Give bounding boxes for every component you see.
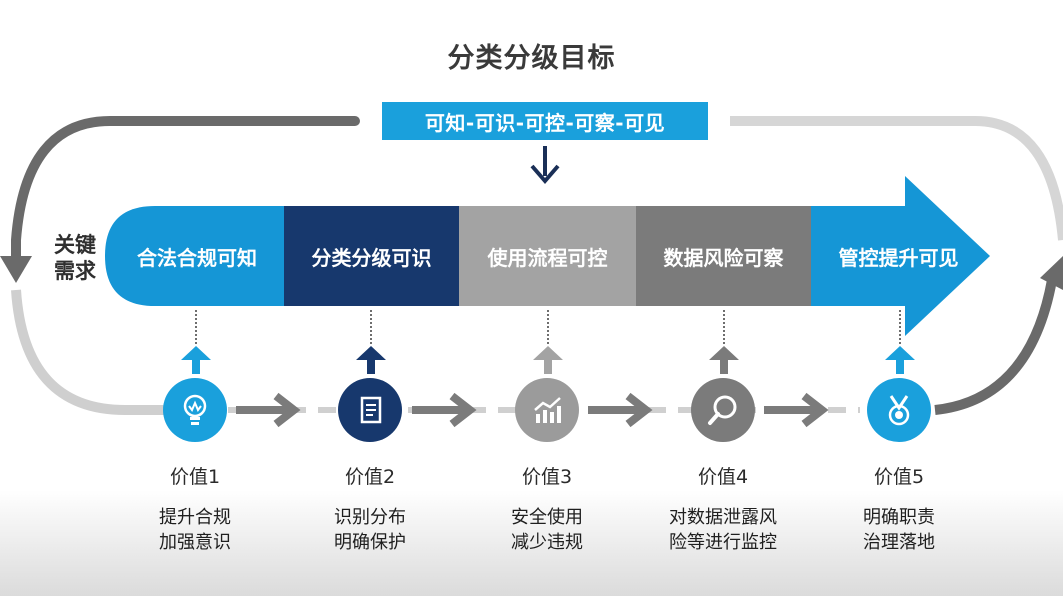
loop-top-left-arc xyxy=(11,116,360,267)
value-description-line: 提升合规 xyxy=(159,507,231,528)
goal-box: 可知-可识-可控-可察-可见 xyxy=(382,102,708,140)
value-description-line: 安全使用 xyxy=(511,507,583,528)
value-description-line: 险等进行监控 xyxy=(669,532,777,553)
loop-right-arrowhead xyxy=(1040,256,1063,290)
stage-band-segment-2 xyxy=(284,206,459,306)
value-title: 价值4 xyxy=(697,466,749,488)
bottom-shade xyxy=(0,490,1063,596)
up-arrow-icon xyxy=(356,346,386,374)
key-need-line2: 需求 xyxy=(54,259,96,283)
value-description: 安全使用 减少违规 xyxy=(467,505,627,555)
stage-band-start-cap xyxy=(105,206,284,306)
key-need-label: 关键 需求 xyxy=(48,232,102,284)
value-description: 识别分布 明确保护 xyxy=(290,505,450,555)
value-description-line: 对数据泄露风 xyxy=(669,507,777,528)
value-title: 价值1 xyxy=(169,466,221,488)
magnifier-icon xyxy=(691,378,755,442)
dotted-link xyxy=(899,310,901,344)
key-need-line1: 关键 xyxy=(54,233,96,257)
value-description-line: 减少违规 xyxy=(511,532,583,553)
flow-arrow-icon xyxy=(764,392,829,428)
value-description: 明确职责 治理落地 xyxy=(819,505,979,555)
up-arrow-icon xyxy=(533,346,563,374)
up-arrow-icon xyxy=(181,346,211,374)
value-description-line: 明确保护 xyxy=(334,532,406,553)
document-icon xyxy=(338,378,402,442)
loop-bottom-left-arc xyxy=(11,289,165,415)
dotted-link xyxy=(547,310,549,344)
dotted-link xyxy=(195,310,197,344)
value-description: 对数据泄露风 险等进行监控 xyxy=(643,505,803,555)
loop-left-arrowhead xyxy=(0,256,32,283)
stage-band-segment-3 xyxy=(459,206,636,306)
stage-band-arrowhead xyxy=(811,176,990,336)
medal-icon xyxy=(867,378,931,442)
dotted-link xyxy=(723,310,725,344)
growth-chart-icon xyxy=(515,378,579,442)
value-title: 价值3 xyxy=(521,466,573,488)
stage-risk-observe: 数据风险可察 xyxy=(663,245,784,270)
up-arrow-icon xyxy=(709,346,739,374)
goal-down-arrow-head xyxy=(530,164,560,185)
diagram-title: 分类分级目标 xyxy=(447,43,616,74)
loop-top-right-arc xyxy=(730,116,1063,241)
value-description-line: 治理落地 xyxy=(863,532,935,553)
stage-classification: 分类分级可识 xyxy=(311,245,432,270)
stage-control-visible: 管控提升可见 xyxy=(838,245,959,270)
flow-arrow-icon xyxy=(236,392,301,428)
value-description-line: 明确职责 xyxy=(863,507,935,528)
stage-legal-compliance: 合法合规可知 xyxy=(137,245,257,270)
value-title: 价值5 xyxy=(873,466,925,488)
up-arrow-icon xyxy=(885,346,915,374)
loop-bottom-right-arc xyxy=(934,279,1057,415)
stage-usage-control: 使用流程可控 xyxy=(487,245,608,270)
stage-band-segment-4 xyxy=(636,206,811,306)
flow-arrow-icon xyxy=(412,392,477,428)
value-description-line: 识别分布 xyxy=(334,507,406,528)
value-title: 价值2 xyxy=(344,466,396,488)
lightbulb-icon xyxy=(163,378,227,442)
flow-arrow-icon xyxy=(588,392,653,428)
dotted-link xyxy=(370,310,372,344)
value-description: 提升合规 加强意识 xyxy=(115,505,275,555)
value-description-line: 加强意识 xyxy=(159,532,231,553)
